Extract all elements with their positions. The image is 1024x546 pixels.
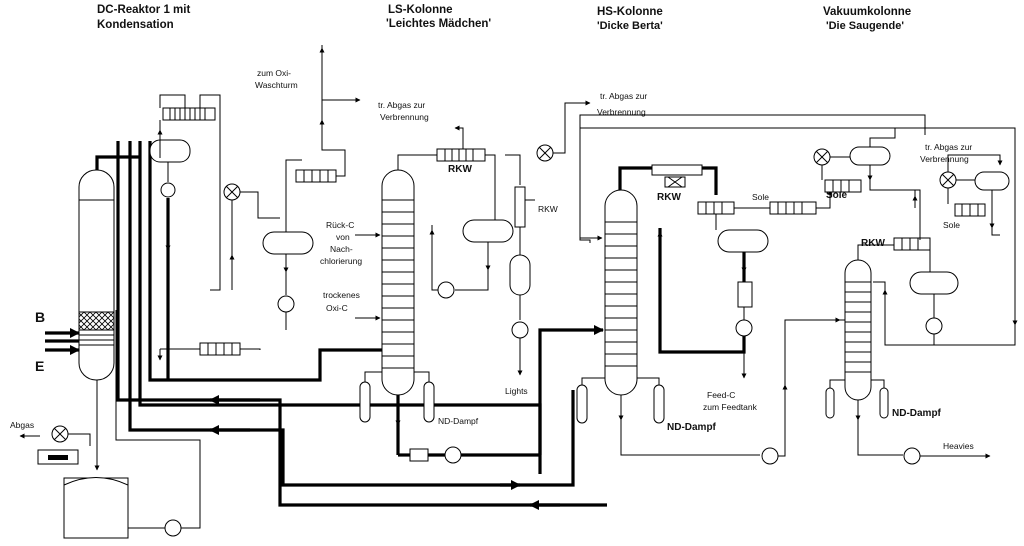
- oxi-label-1: zum Oxi-: [257, 68, 291, 78]
- abgas-label: Abgas: [10, 420, 34, 430]
- ls-bottoms-filter: [409, 448, 429, 462]
- hs-reboiler-right: [653, 384, 665, 424]
- vk-offgas-label-2: Verbrennung: [920, 154, 969, 164]
- hs-filter: [737, 281, 753, 308]
- vk-bottoms-pump: [903, 447, 921, 465]
- ls-drum: [462, 219, 514, 243]
- vk-drum-2: [849, 146, 891, 166]
- reactor-pump: [164, 519, 182, 537]
- lights-label: Lights: [505, 386, 528, 396]
- condenser-1: [162, 107, 216, 121]
- sole-2-label: Sole: [826, 190, 848, 201]
- heavies-label: Heavies: [943, 441, 974, 451]
- oxi-label-2: Waschturm: [255, 80, 298, 90]
- hs-condenser-top: [651, 164, 703, 176]
- vk-steam-label: ND-Dampf: [892, 408, 942, 419]
- hs-column-nickname: 'Dicke Berta': [597, 20, 663, 32]
- hs-reboiler-left: [576, 384, 588, 424]
- reactor-thick-loop: [138, 141, 542, 474]
- rueck-c-label-3: Nach-: [330, 244, 353, 254]
- lights-pump: [511, 321, 529, 339]
- reactor-return-line: [128, 141, 575, 487]
- ls-offgas-label-1: tr. Abgas zur: [378, 100, 425, 110]
- hs-sole-cooler: [769, 201, 817, 215]
- rueck-c-label-4: chlorierung: [320, 256, 362, 266]
- vk-reboiler-right: [879, 387, 889, 419]
- hs-reflux-pump: [735, 319, 753, 337]
- rkw-vk-label: RKW: [861, 238, 885, 249]
- ls-column-nickname: 'Leichtes Mädchen': [386, 18, 491, 30]
- rueck-c-label-1: Rück-C: [326, 220, 354, 230]
- rueck-c-label-2: von: [336, 232, 350, 242]
- hs-offgas-label-2: Verbrennung: [597, 107, 646, 117]
- ls-column-title: LS-Kolonne: [388, 4, 453, 16]
- reactor-tank: [63, 477, 129, 539]
- feed-e-label: E: [35, 358, 44, 374]
- cooler-1: [199, 342, 241, 356]
- hs-rkw-condenser: [697, 201, 735, 215]
- sole-3-label: Sole: [943, 220, 960, 230]
- ls-condenser: [436, 148, 486, 162]
- hs-drum: [717, 229, 769, 253]
- vacuum-column: [844, 259, 872, 401]
- vacuum-column-nickname: 'Die Saugende': [826, 20, 904, 32]
- vk-drum-3: [974, 171, 1010, 191]
- hs-offgas-label-1: tr. Abgas zur: [600, 91, 647, 101]
- rkw-ls-label: RKW: [448, 164, 472, 175]
- pump-1: [160, 182, 176, 198]
- vk-reflux-pump: [925, 317, 943, 335]
- trocken-label-1: trockenes: [323, 290, 360, 300]
- ls-reflux-pump: [437, 281, 455, 299]
- vk-rkw-condenser: [893, 237, 931, 251]
- ls-reboiler-left: [359, 381, 371, 423]
- dc-reactor: [78, 169, 115, 381]
- bottom-thick-line: [116, 141, 607, 507]
- hs-column: [604, 189, 638, 396]
- drum-2: [262, 231, 314, 255]
- feed-b-label: B: [35, 309, 45, 325]
- ls-reboiler-right: [423, 381, 435, 423]
- hs-bottoms-pump: [761, 447, 779, 465]
- rkw-ls2-label: RKW: [538, 204, 558, 214]
- vk-reboiler-left: [825, 387, 835, 419]
- hs-steam-label: ND-Dampf: [667, 422, 717, 433]
- vk-offgas-label-1: tr. Abgas zur: [925, 142, 972, 152]
- sole-1-label: Sole: [752, 192, 769, 202]
- vacuum-column-title: Vakuumkolonne: [823, 6, 911, 18]
- reactor-to-ls-line: [148, 141, 382, 382]
- feed-label-1: Feed-C: [707, 390, 735, 400]
- drum-1: [149, 139, 191, 163]
- ls-steam-label: ND-Dampf: [438, 416, 479, 426]
- ls-offgas-label-2: Verbrennung: [380, 112, 429, 122]
- trocken-label-2: Oxi-C: [326, 303, 348, 313]
- dc-reactor-subtitle: Kondensation: [97, 19, 174, 31]
- pump-2: [277, 295, 295, 313]
- ls-side-condenser: [514, 186, 526, 228]
- reactor-vapor-line: [95, 155, 140, 170]
- ls-bottoms-pump: [444, 446, 462, 464]
- feed-label-2: zum Feedtank: [703, 402, 758, 412]
- lights-drum: [509, 254, 531, 296]
- vk-sole-condenser: [824, 179, 862, 193]
- vk-drum: [909, 271, 959, 295]
- rkw-hs-label: RKW: [657, 192, 681, 203]
- ls-column: [381, 169, 415, 396]
- dc-reactor-title: DC-Reaktor 1 mit: [97, 4, 190, 16]
- hs-column-title: HS-Kolonne: [597, 6, 663, 18]
- condenser-2: [295, 169, 337, 183]
